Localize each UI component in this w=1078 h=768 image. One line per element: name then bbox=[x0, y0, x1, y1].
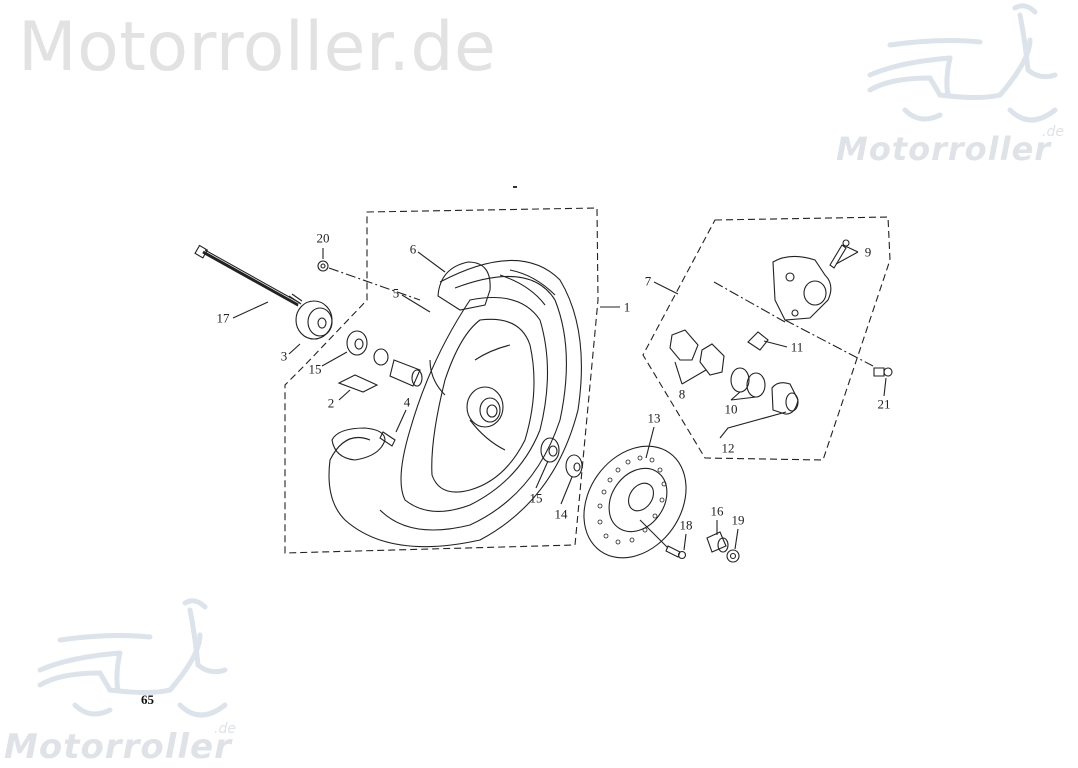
callout-4: 4 bbox=[403, 394, 411, 410]
callout-8: 8 bbox=[678, 386, 686, 402]
valve-part-4 bbox=[379, 431, 396, 447]
spacer-part-2 bbox=[389, 359, 423, 387]
callout-6: 6 bbox=[409, 241, 417, 257]
callout-16: 16 bbox=[710, 503, 724, 519]
watermark-logo-bottom-left: Motorroller .de bbox=[0, 595, 250, 768]
nut-part-20 bbox=[317, 260, 329, 272]
seal-part-10b bbox=[746, 372, 766, 398]
axle-part-17 bbox=[194, 244, 303, 307]
callout-2: 2 bbox=[327, 395, 335, 411]
spacer-part-16 bbox=[706, 531, 729, 553]
callout-12: 12 bbox=[721, 440, 735, 456]
watermark-logo-tld: .de bbox=[214, 721, 236, 737]
piston-part-12 bbox=[771, 382, 799, 415]
brake-disc-part-13 bbox=[583, 445, 687, 559]
nut-part-19 bbox=[726, 549, 740, 563]
watermark-logo-tld: .de bbox=[1042, 124, 1064, 140]
callout-13: 13 bbox=[647, 410, 661, 426]
collar-part-3 bbox=[295, 300, 333, 340]
callout-20: 20 bbox=[316, 230, 330, 246]
caliper-group-boundary bbox=[642, 216, 891, 461]
bearing-part-15b bbox=[540, 437, 560, 463]
callout-21: 21 bbox=[877, 396, 891, 412]
pad-part-8a bbox=[669, 329, 699, 361]
callout-14: 14 bbox=[554, 506, 568, 522]
wheel-part-1 bbox=[328, 259, 582, 548]
callout-10: 10 bbox=[724, 401, 738, 417]
seal-part-10a bbox=[730, 367, 750, 393]
watermark-title: Motorroller.de bbox=[18, 8, 497, 87]
callout-7: 7 bbox=[644, 273, 652, 289]
scooter-logo-icon bbox=[867, 3, 1058, 123]
bolt-part-18 bbox=[665, 545, 681, 558]
pad-part-8b bbox=[699, 343, 725, 376]
callout-5: 5 bbox=[392, 285, 400, 301]
callout-11: 11 bbox=[790, 339, 804, 355]
callout-19: 19 bbox=[731, 512, 745, 528]
watermark-logo-top-right: Motorroller .de bbox=[830, 0, 1078, 170]
callout-3: 3 bbox=[280, 348, 288, 364]
bleeder-part-9 bbox=[829, 244, 847, 269]
callout-9: 9 bbox=[864, 244, 872, 260]
bearing-part-15a bbox=[346, 330, 368, 356]
bolt-part-21 bbox=[873, 367, 893, 377]
watermark-logo-brand: Motorroller bbox=[836, 130, 1052, 168]
callout-1: 1 bbox=[623, 299, 631, 315]
wheel-group-boundary bbox=[284, 207, 599, 554]
seal-ring bbox=[373, 348, 389, 366]
callout-18: 18 bbox=[679, 517, 693, 533]
clip-part-11 bbox=[747, 331, 769, 351]
page-number: 65 bbox=[141, 692, 154, 707]
callout-17: 17 bbox=[216, 310, 230, 326]
spacer-part-14 bbox=[565, 454, 583, 478]
scooter-logo-icon bbox=[37, 598, 228, 718]
callout-15a: 15 bbox=[308, 361, 322, 377]
caliper-body bbox=[772, 255, 832, 321]
callout-15b: 15 bbox=[529, 490, 543, 506]
watermark-logo-brand: Motorroller bbox=[4, 727, 232, 767]
